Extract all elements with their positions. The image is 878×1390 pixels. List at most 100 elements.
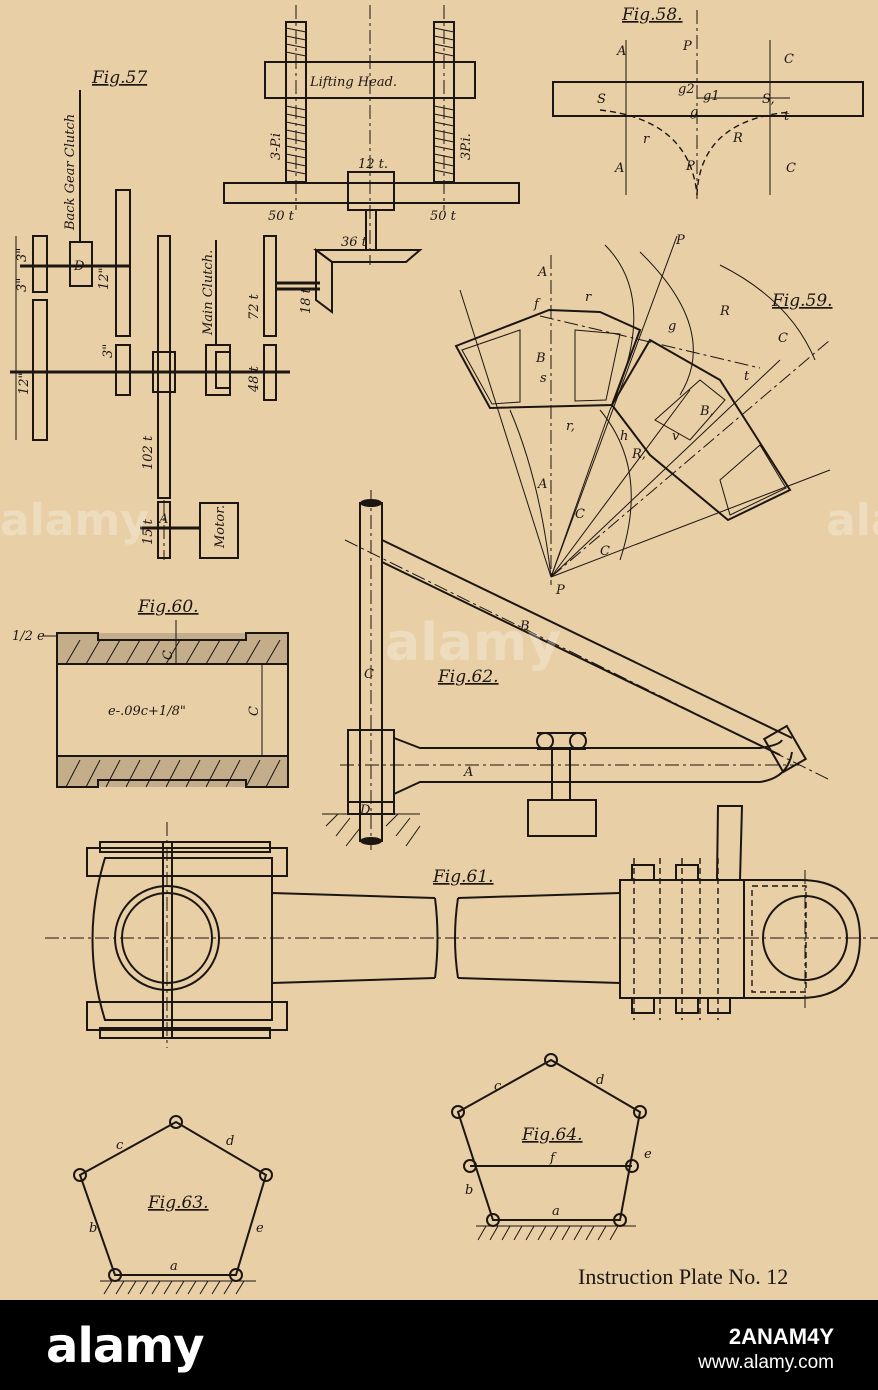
gear-50t-right-label: 50 t [430, 209, 457, 224]
dim-3b-label: 3" [15, 278, 30, 292]
fig59-s: s [540, 371, 547, 386]
fig59-c-mid: C [575, 507, 585, 522]
fig57-drawing: Fig.57 Lifting Head. 3-P.i 3P.i. [10, 5, 520, 560]
fig58-t: t [784, 109, 790, 124]
fig59-A2: A [537, 477, 547, 492]
fig58-p-bot: P [685, 159, 695, 174]
fig60-drawing: Fig.60. 1/2 e C e-.09c+1/8" C [12, 597, 289, 788]
letter-a-label: A [158, 512, 168, 527]
fig60-title: Fig.60. [137, 597, 199, 617]
screw-left-label: 3-P.i [269, 133, 284, 160]
fig57-title: Fig.57 [91, 68, 147, 88]
fig58-s1: S, [762, 92, 775, 107]
fig58-drawing: Fig.58. A P C S S, g2 g1 g r R t A P C [552, 5, 864, 200]
fig64-a: a [552, 1204, 560, 1219]
gear-15t-label: 15 t [141, 518, 156, 545]
gear-18t-label: 18 t [299, 287, 314, 314]
gear-48t-label: 48 t [247, 365, 262, 393]
fig60-c-small: C [161, 650, 176, 660]
fig58-a-top: A [616, 44, 626, 59]
screw-right-label: 3P.i. [459, 133, 474, 160]
fig60-c-dim: C [247, 706, 262, 716]
fig59-t: t [744, 369, 750, 384]
fig58-a-bot: A [614, 161, 624, 176]
lifting-head-label: Lifting Head. [309, 75, 397, 90]
fig59-h: h [620, 429, 628, 444]
fig58-R: R [732, 131, 743, 146]
fig58-s: S [597, 92, 606, 107]
fig58-r: r [643, 132, 650, 147]
fig59-R1: R, [631, 447, 646, 462]
fig64-e: e [644, 1147, 652, 1162]
fig60-half-e: 1/2 e [12, 629, 45, 644]
fig59-B1: B, [699, 404, 714, 419]
fig63-a: a [170, 1259, 178, 1274]
footer-image-id: 2ANAM4Y [728, 1324, 834, 1349]
fig63-c: c [116, 1138, 124, 1153]
fig64-drawing: Fig.64. a b c d e f [451, 1053, 652, 1241]
fig63-d: d [226, 1134, 234, 1149]
watermark: alamy alamy alamy [0, 495, 878, 673]
watermark-left: alamy [0, 495, 149, 546]
plate-drawing: Fig.57 Lifting Head. 3-P.i 3P.i. [0, 5, 878, 1295]
fig59-r: r [585, 290, 592, 305]
fig58-p-top: P [682, 39, 692, 54]
fig63-title: Fig.63. [147, 1193, 209, 1213]
gear-36t-label: 36 t [341, 235, 368, 250]
fig59-g: g [668, 319, 676, 334]
fig61-drawing: Fig.61. [45, 805, 878, 1048]
fig59-f: f [533, 297, 541, 312]
fig62-title: Fig.62. [437, 667, 499, 687]
fig61-title: Fig.61. [432, 867, 494, 887]
fig63-e: e [256, 1221, 264, 1236]
fig62-drawing: Fig.62. C B A D [322, 490, 831, 850]
fig59-c-top: C [778, 331, 788, 346]
fig59-drawing: Fig.59. B s B, A P f r R C g t h v [454, 233, 833, 598]
fig63-b: b [89, 1221, 97, 1236]
fig59-c-low: C [600, 544, 610, 559]
watermark-center: alamy [385, 613, 561, 673]
fig64-d: d [596, 1073, 604, 1088]
dim-3c-label: 3" [101, 344, 116, 358]
back-gear-clutch-label: Back Gear Clutch [63, 114, 78, 231]
gear-12t-label: 12 t. [358, 157, 388, 172]
fig59-r1: r, [566, 419, 575, 434]
fig58-g2: g2 [678, 82, 695, 97]
fig59-v: v [672, 429, 680, 444]
fig59-title: Fig.59. [771, 291, 833, 311]
fig62-D: D [359, 803, 371, 818]
fig58-c-top: C [784, 52, 794, 67]
fig64-b: b [465, 1183, 473, 1198]
fig58-g: g [690, 105, 698, 120]
fig62-B: B [519, 619, 530, 634]
fig63-drawing: Fig.63. a b c d e [73, 1115, 273, 1295]
fig62-C: C [364, 667, 374, 682]
fig59-A: A [537, 265, 547, 280]
gear-102t-label: 102 t [141, 435, 156, 470]
fig62-A: A [463, 765, 473, 780]
fig64-f: f [549, 1151, 557, 1166]
motor-label: Motor. [213, 505, 228, 549]
fig58-title: Fig.58. [621, 5, 683, 25]
dim-3a-label: 3" [15, 248, 30, 262]
gear-72t-label: 72 t [247, 293, 262, 320]
fig64-c: c [494, 1079, 502, 1094]
plate-caption: Instruction Plate No. 12 [578, 1264, 788, 1289]
stock-footer: alamy 2ANAM4Y www.alamy.com [0, 1300, 878, 1390]
footer-brand: alamy [46, 1318, 205, 1374]
fig64-title: Fig.64. [521, 1125, 583, 1145]
instruction-plate: Fig.57 Lifting Head. 3-P.i 3P.i. [0, 0, 878, 1300]
fig59-P-top: P [675, 233, 685, 248]
fig59-P-bot: P [555, 583, 565, 598]
fig58-g1: g1 [703, 89, 720, 104]
dim-12b-label: 12" [17, 372, 32, 395]
main-clutch-label: Main Clutch. [201, 250, 216, 336]
fig60-formula: e-.09c+1/8" [108, 704, 186, 719]
footer-url: www.alamy.com [698, 1352, 834, 1373]
gear-50t-left-label: 50 t [268, 209, 295, 224]
fig59-B: B [535, 351, 546, 366]
watermark-right: alamy [826, 495, 878, 546]
fig58-c-bot: C [786, 161, 796, 176]
dim-12a-label: 12" [97, 267, 112, 290]
fig59-R: R [719, 304, 730, 319]
